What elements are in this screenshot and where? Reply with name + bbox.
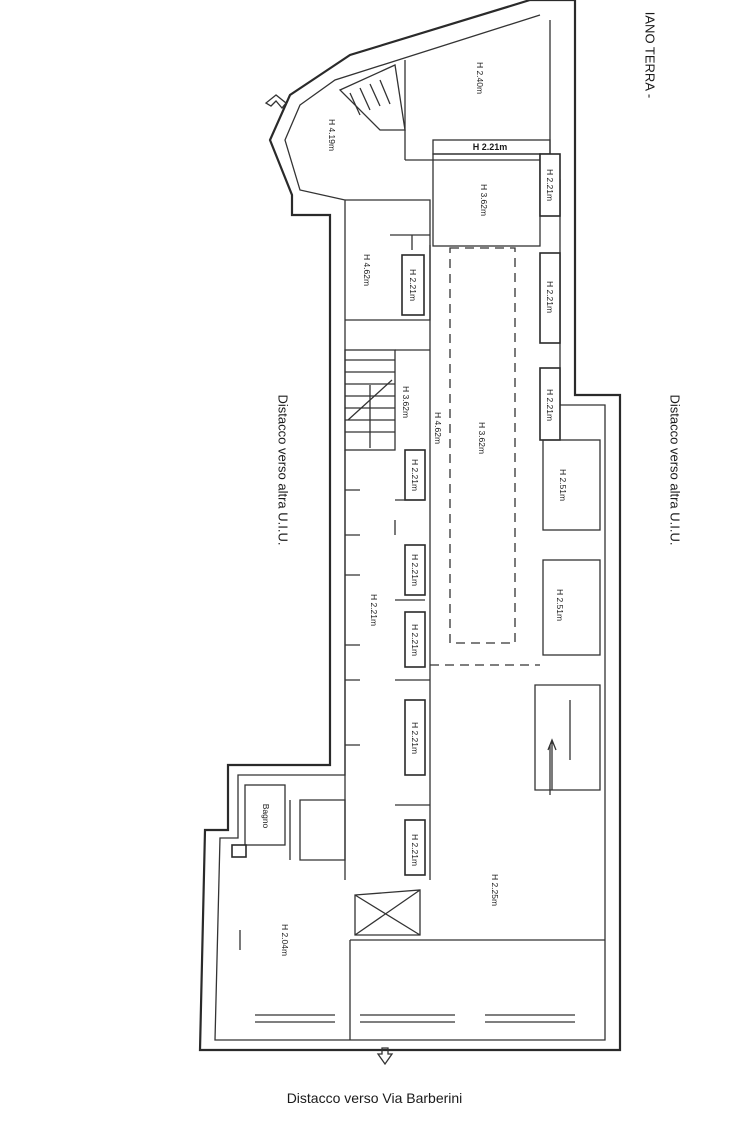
entrance-arrow-bottom-icon [376,1047,394,1066]
height-label: H 2.40m [475,61,485,95]
entrance-arrow-top-icon [264,94,287,110]
height-label: H 4.19m [327,118,337,152]
door-arrow-icon [547,738,557,790]
floor-label: IANO TERRA - [642,11,658,99]
side-label-left: Distacco verso altra U.I.U. [275,394,291,546]
height-label: H 2.21m [545,280,555,314]
height-label: H 2.51m [555,588,565,622]
height-label: H 4.62m [433,411,443,445]
stair-middle [344,349,396,451]
lower-stair-triangle [354,889,421,936]
height-label: H 2.21m [410,553,420,587]
height-label: H 2.21m [545,168,555,202]
height-label: H 2.21m [472,142,508,152]
height-label: H 2.51m [558,468,568,502]
height-label: H 3.62m [401,385,411,419]
height-label: H 2.25m [490,873,500,907]
bottom-note: Distacco verso Via Barberini [286,1090,463,1106]
height-label: H 3.62m [477,421,487,455]
height-label: H 2.21m [545,388,555,422]
height-label: H 2.21m [410,623,420,657]
skylight-dashed [449,247,516,644]
height-label: H 2.04m [280,923,290,957]
side-label-right: Distacco verso altra U.I.U. [667,394,683,546]
height-label: H 2.21m [369,593,379,627]
height-label: H 3.62m [479,183,489,217]
bagno-room [244,784,286,846]
height-label: H 4.62m [362,253,372,287]
height-label: H 2.21m [408,268,418,302]
outer-wall [198,0,622,1052]
height-label: H 2.21m [410,833,420,867]
room-label-bagno: Bagno [261,803,271,829]
height-label: H 2.21m [410,721,420,755]
height-label: H 2.21m [410,458,420,492]
